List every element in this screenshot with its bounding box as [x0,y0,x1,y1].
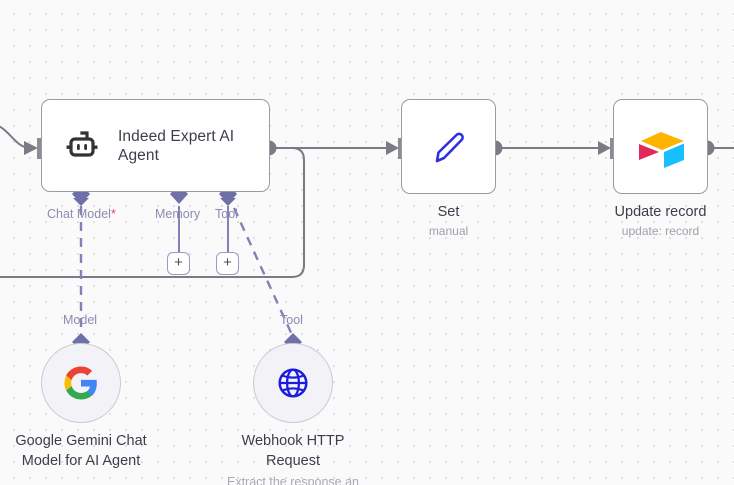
pen-icon [426,124,472,170]
google-g-icon [63,365,99,401]
node-title-gemini-line1: Google Gemini Chat [15,433,147,449]
port-label-chat-model: Chat Model* [47,207,116,221]
wire-incoming-agent [0,125,31,149]
node-title-webhook-line1: Webhook HTTP [241,433,345,449]
node-ai-agent[interactable]: Indeed Expert AI Agent [41,99,270,192]
required-asterisk: * [110,207,116,221]
port-label-chat-model-text: Chat Model [47,207,111,221]
port-label-memory: Memory [155,207,201,221]
caption-set: Set manual [401,203,496,240]
caption-google-gemini: Google Gemini Chat Model for AI Agent [0,431,170,471]
connection-label-model: Model [63,313,98,327]
node-set[interactable] [401,99,496,194]
caption-webhook: Webhook HTTP Request Extract the respons… [205,431,381,485]
node-title-webhook-line2: Request [265,453,320,469]
node-webhook-http-request[interactable] [253,343,333,423]
robot-icon [62,126,102,166]
agent-input-arrow [24,138,42,159]
globe-icon [274,364,312,402]
port-label-tool: Tool [215,207,238,221]
node-update-record[interactable] [613,99,708,194]
add-memory-button[interactable]: + [167,252,190,275]
airtable-icon [635,124,687,170]
add-tool-button[interactable]: + [216,252,239,275]
caption-update-record: Update record update: record [583,203,734,240]
node-title-gemini-line2: Model for AI Agent [21,453,141,469]
connection-label-tool: Tool [280,313,303,327]
node-subtitle-set: manual [428,224,469,238]
node-subtitle-webhook: Extract the response an [226,475,360,485]
node-title-set: Set [437,204,460,220]
node-title-ai-agent: Indeed Expert AI Agent [118,127,235,164]
node-title-update-record: Update record [614,204,707,220]
node-subtitle-update-record: update: record [621,224,700,238]
node-google-gemini[interactable] [41,343,121,423]
